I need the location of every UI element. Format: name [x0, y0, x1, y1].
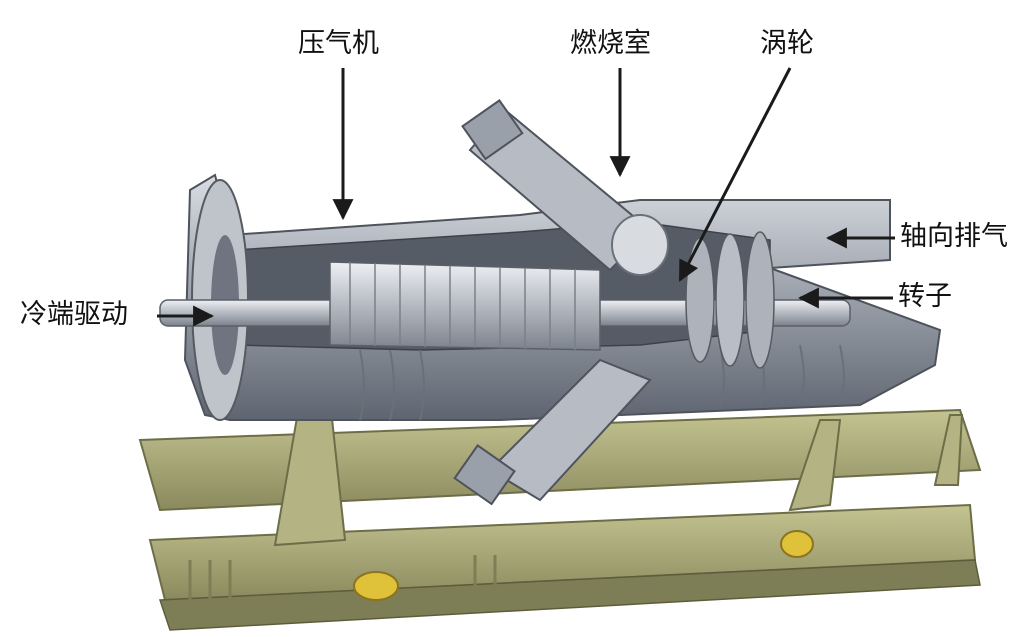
- arrow-turbine: [678, 67, 792, 282]
- combustor-can-lower: [453, 358, 652, 506]
- label-turbine: 涡轮: [760, 28, 814, 59]
- combustor-can-upper: [461, 99, 669, 276]
- label-rotor: 转子: [898, 281, 952, 312]
- label-compressor: 压气机: [298, 28, 379, 59]
- mount-pad: [353, 571, 399, 601]
- label-cold-end-drive: 冷端驱动: [20, 299, 128, 330]
- label-axial-exhaust: 轴向排气: [900, 221, 1008, 252]
- rotor-shaft: [159, 231, 851, 369]
- label-combustor: 燃烧室: [570, 28, 651, 59]
- base-frame: [138, 399, 982, 631]
- mount-pad: [780, 530, 814, 558]
- leader-arrows: [157, 67, 895, 327]
